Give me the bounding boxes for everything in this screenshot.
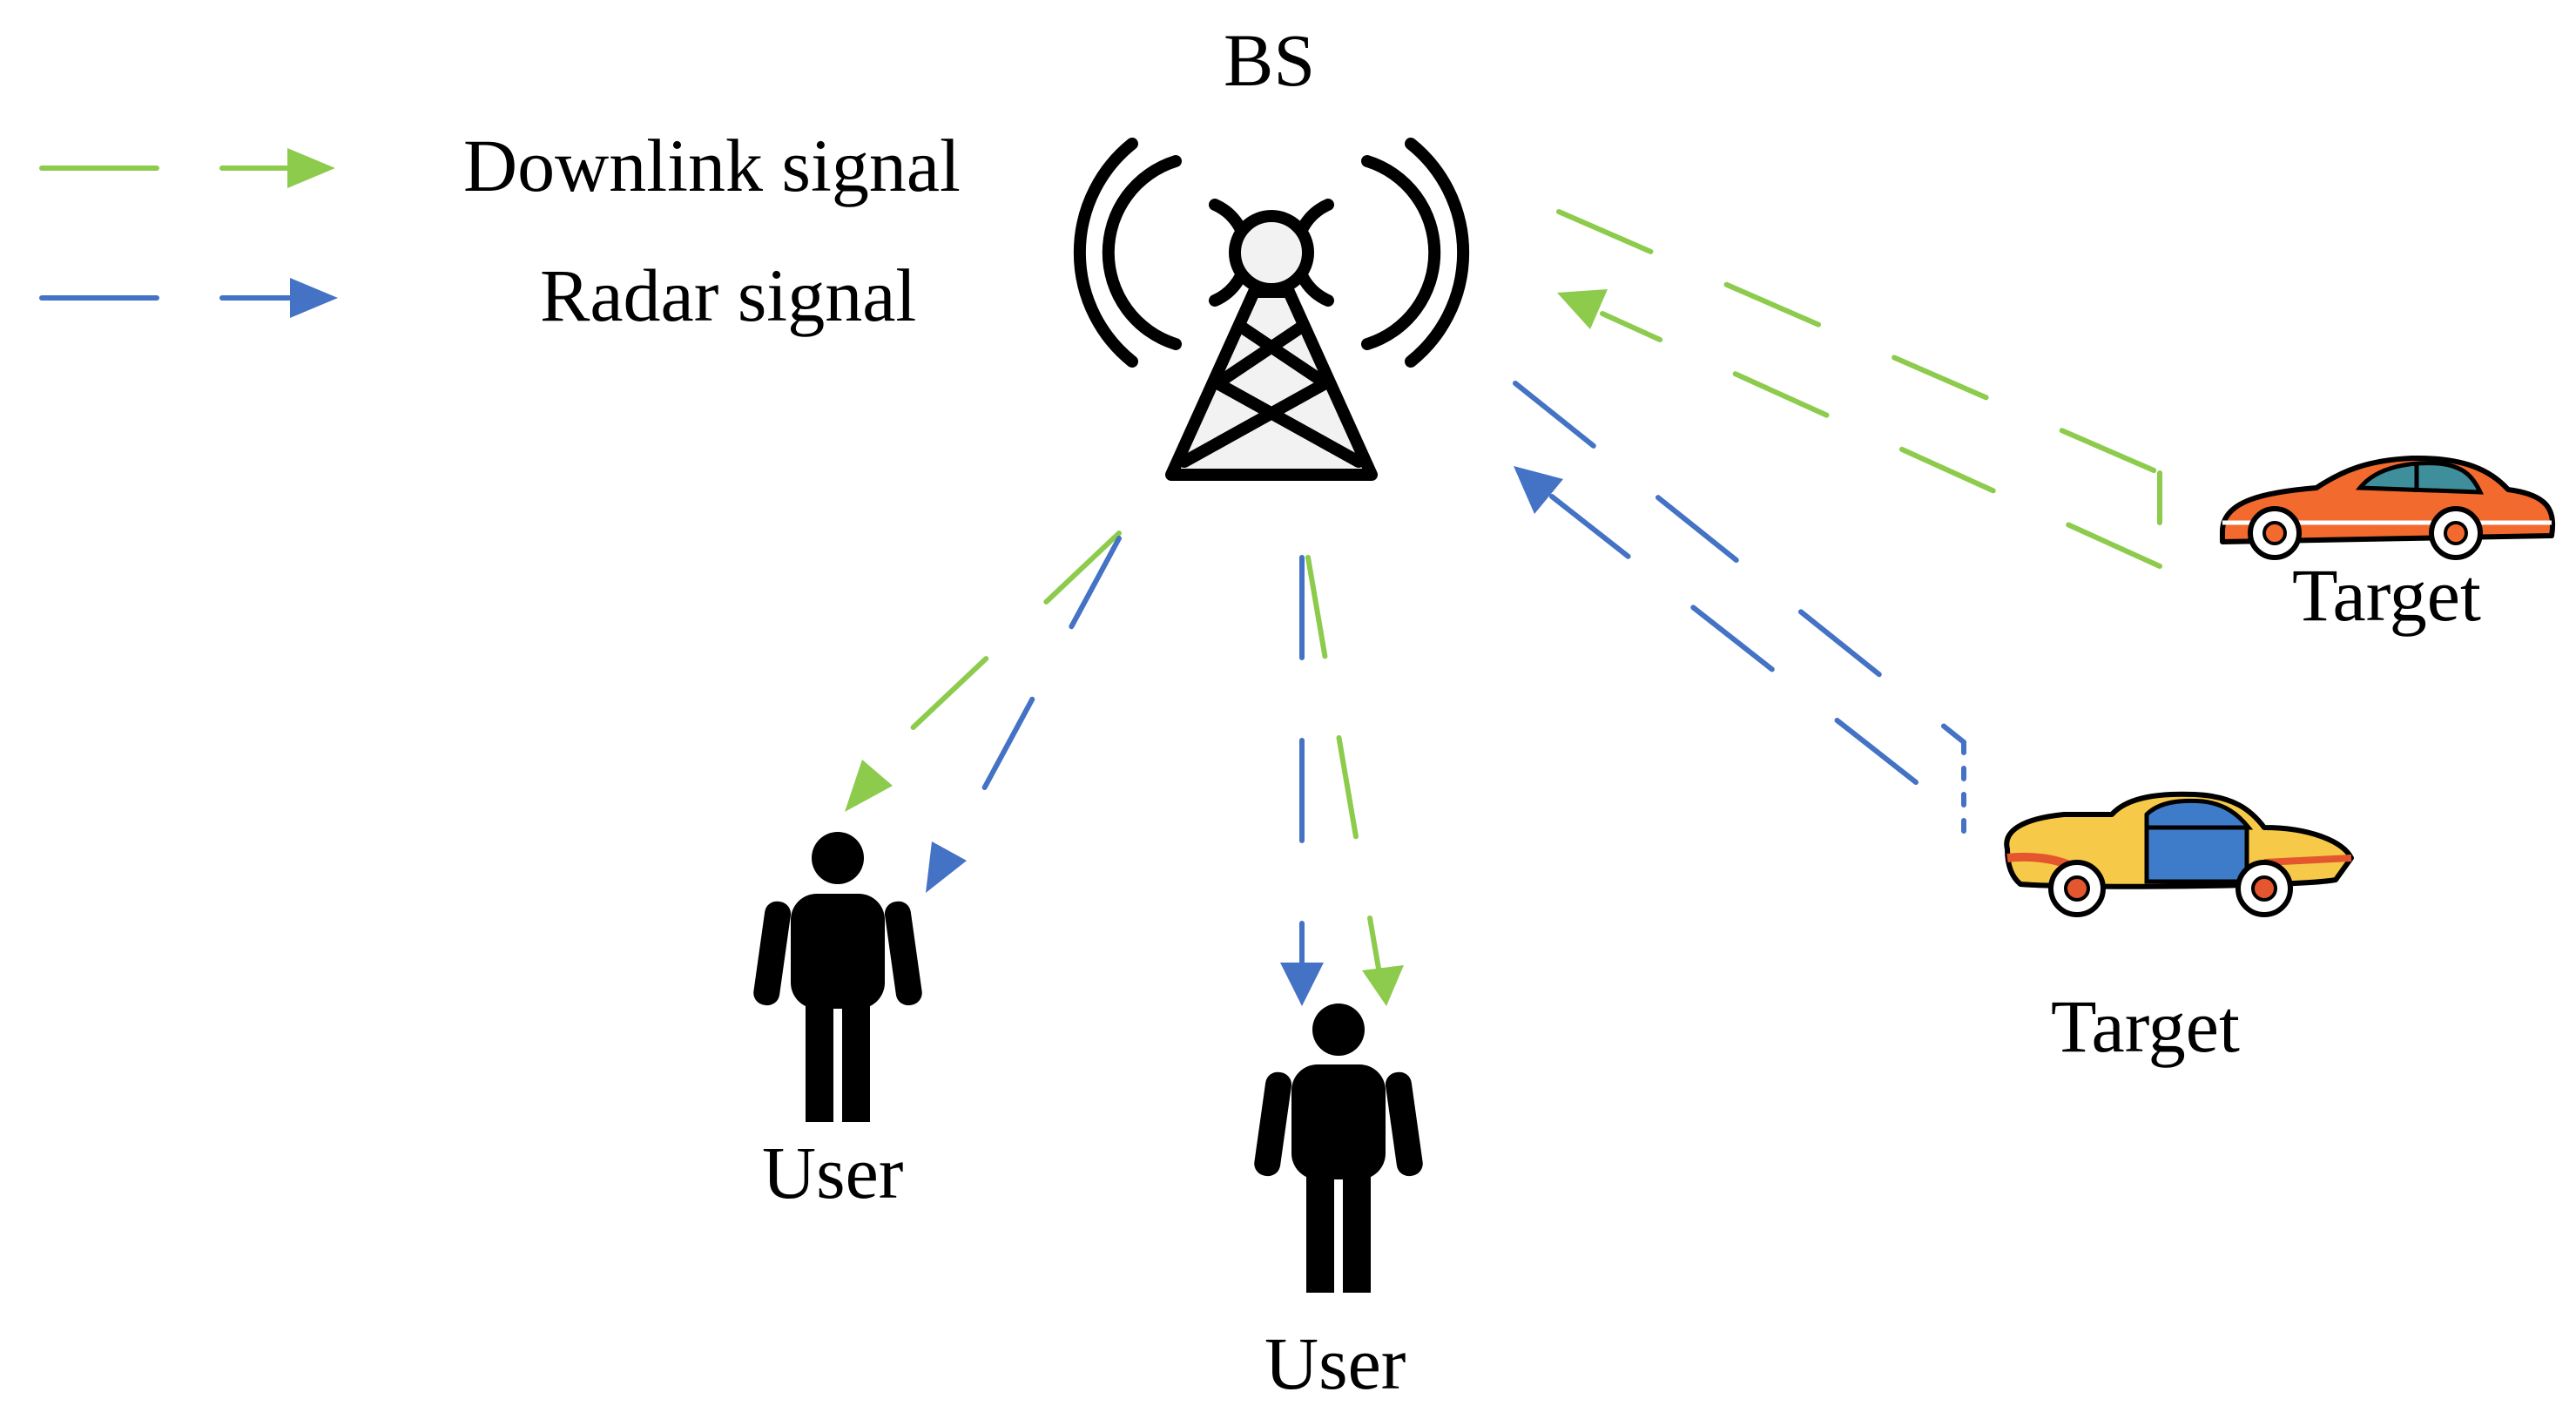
bs-label: BS xyxy=(1224,18,1315,102)
user-1-label: User xyxy=(762,1131,903,1214)
echo-from-target-1 xyxy=(1557,289,2162,569)
base-station-tower-icon xyxy=(1073,138,1470,481)
person-icon-user-1 xyxy=(753,832,922,1122)
yellow-car-icon xyxy=(2004,791,2354,917)
legend-radar-label: Radar signal xyxy=(540,253,916,337)
legend-downlink-label: Downlink signal xyxy=(463,124,961,207)
echo-from-target-2 xyxy=(1514,466,1919,785)
target-2-label: Target xyxy=(2051,984,2240,1068)
person-icon-user-2 xyxy=(1254,1003,1423,1293)
radar-to-user-1 xyxy=(926,536,1122,893)
radar-to-user-2 xyxy=(1280,555,1324,1006)
target-1-label: Target xyxy=(2292,553,2481,637)
legend-downlink-symbol xyxy=(39,148,335,188)
legend: Downlink signal Radar signal xyxy=(39,124,961,337)
legend-radar-symbol xyxy=(39,278,338,318)
downlink-to-target-1 xyxy=(1556,209,2162,525)
downlink-to-user-2 xyxy=(1305,555,1404,1006)
user-2-label: User xyxy=(1264,1321,1406,1405)
radar-to-target-2 xyxy=(1513,381,1966,839)
downlink-to-user-1 xyxy=(845,530,1122,812)
orange-car-icon xyxy=(2220,455,2556,560)
